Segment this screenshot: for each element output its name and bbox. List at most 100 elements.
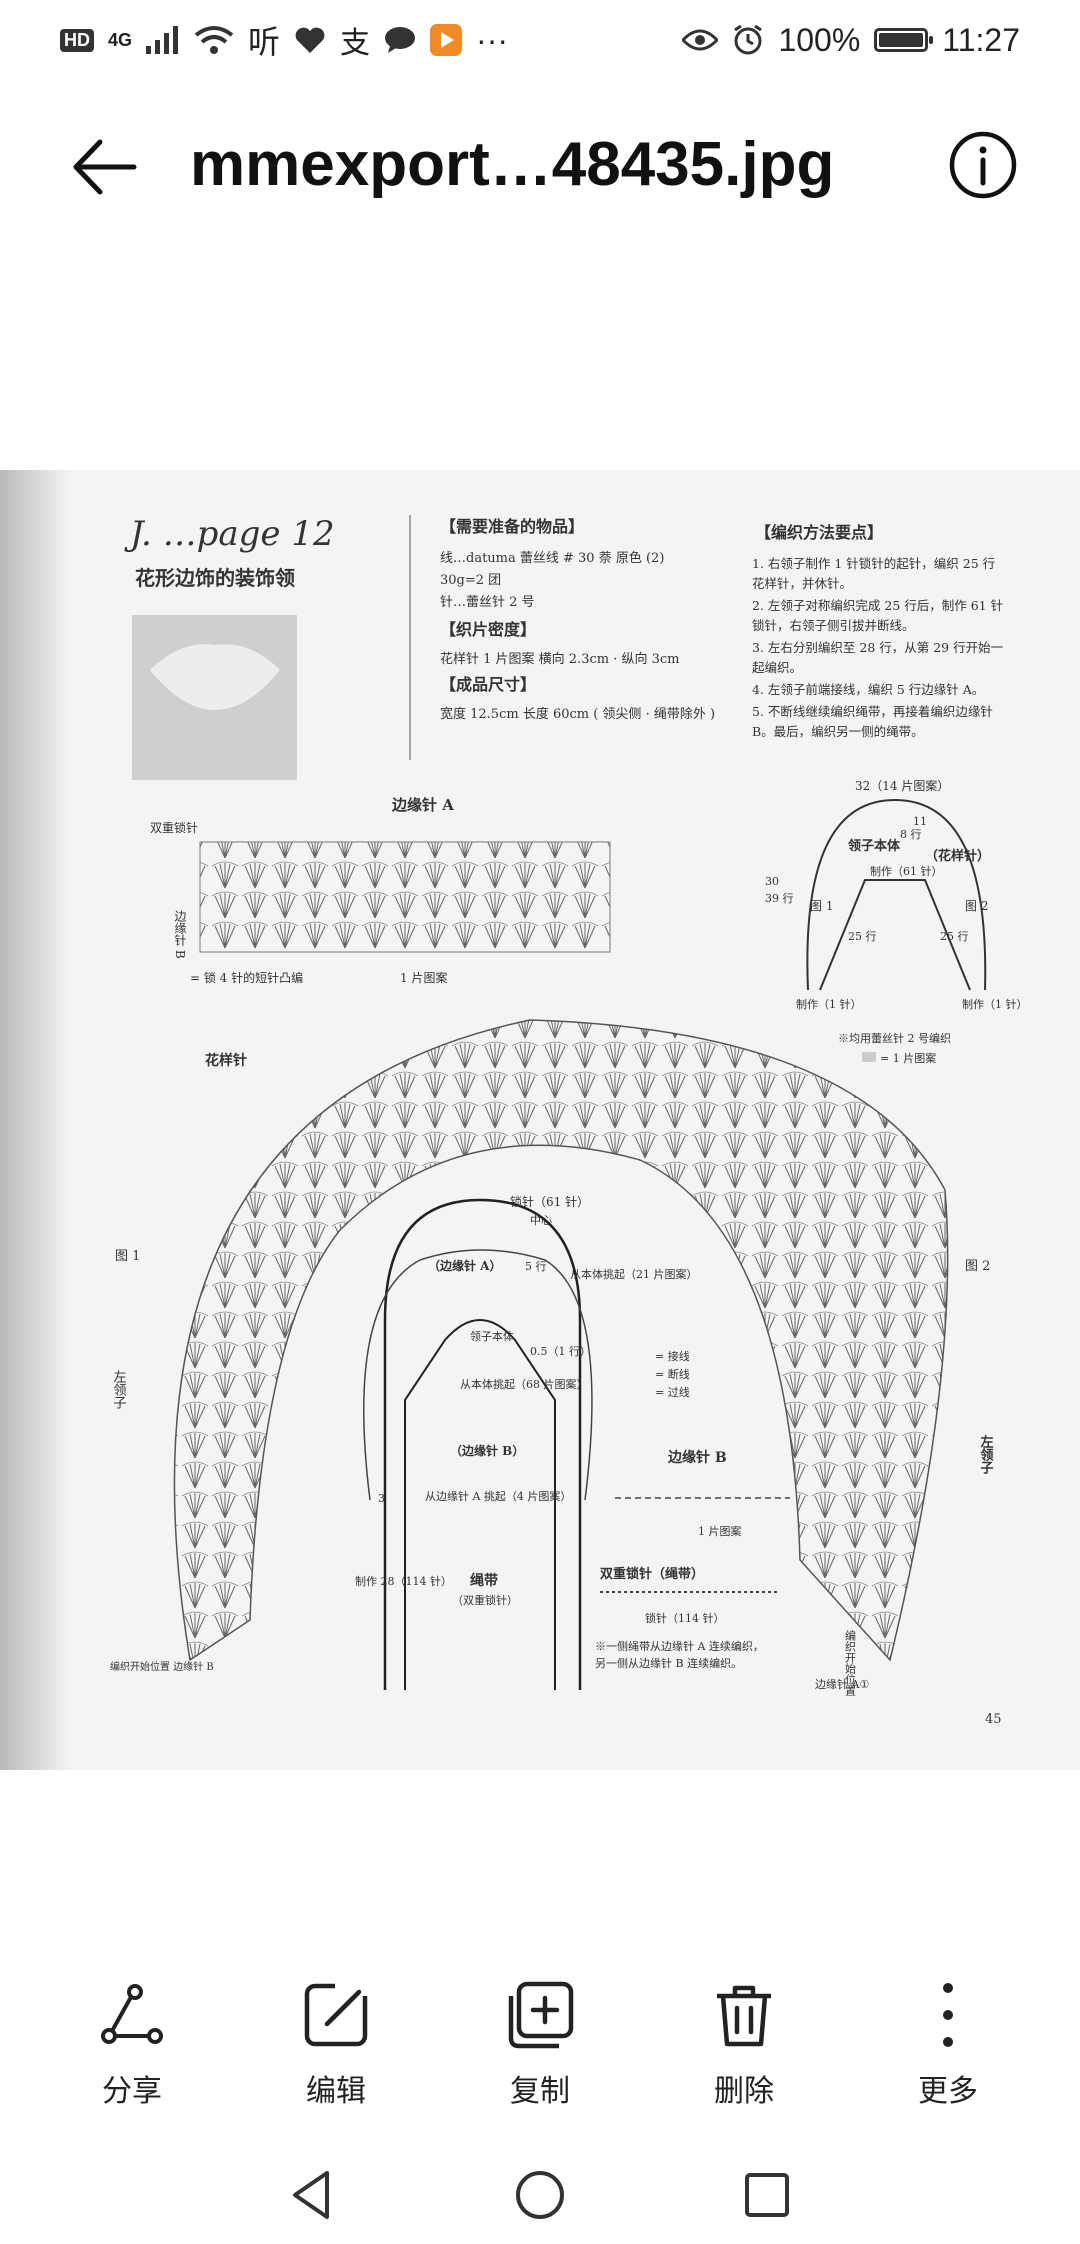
file-title: mmexport…48435.jpg	[190, 130, 835, 199]
page-shadow	[0, 470, 70, 1770]
main-cord-note2: 另一侧从边缘针 B 连续编织。	[595, 1656, 742, 1670]
page-number: 45	[985, 1712, 1002, 1727]
edit-label: 编辑	[306, 2075, 366, 2108]
collar-photo-shape	[150, 644, 280, 710]
method-line: 1. 右领子制作 1 针锁针的起针，编织 25 行	[752, 556, 995, 571]
method-line: 2. 左领子对称编织完成 25 行后，制作 61 针	[752, 598, 1003, 613]
edge-a-title: 边缘针 A	[391, 796, 454, 814]
navigation-bar	[0, 2155, 1080, 2235]
main-double-chain-cord: 双重锁针（绳带）	[600, 1566, 704, 1582]
main-double-chain: （双重锁针）	[452, 1593, 518, 1607]
hd-badge: HD	[60, 28, 94, 52]
method-heading: 【编织方法要点】	[755, 523, 883, 542]
battery-icon	[874, 28, 934, 52]
main-edge-b-title: 边缘针 B	[667, 1449, 727, 1466]
schematic-39: 39 行	[765, 892, 794, 905]
schematic-11: 11	[913, 815, 927, 828]
gauge-line: 花样针 1 片图案 横向 2.3cm · 纵向 3cm	[440, 651, 680, 667]
method-line: 起编织。	[752, 660, 802, 675]
schematic-fig2: 图 2	[965, 899, 988, 913]
copy-label: 复制	[510, 2075, 570, 2108]
one-pattern-label: 1 片图案	[400, 970, 447, 985]
main-edge-a: （边缘针 A）	[428, 1258, 502, 1273]
edge-a-chart	[199, 841, 611, 953]
materials-line-1: 线…datuma 蕾丝线 # 30 萘 原色 (2)	[440, 550, 664, 566]
battery-percent: 100%	[778, 21, 861, 58]
tingshu-app-icon: 听	[248, 24, 281, 60]
main-rows05: 0.5（1 行）	[530, 1345, 591, 1358]
square-recents-icon[interactable]	[739, 2167, 795, 2223]
method-lines: 1. 右领子制作 1 针锁针的起针，编织 25 行 花样针，并休针。 2. 左领…	[752, 556, 1003, 739]
schematic-legend: = 1 片图案	[880, 1051, 936, 1065]
schematic-hook: ※均用蕾丝针 2 号编织	[838, 1031, 951, 1045]
double-chain-label: 双重锁针	[150, 820, 198, 835]
edit-icon	[304, 1980, 371, 2047]
share-label: 分享	[102, 2075, 162, 2108]
main-legend-slip: = 过线	[655, 1385, 690, 1399]
main-fig2: 图 2	[965, 1259, 990, 1274]
delete-label: 删除	[714, 2075, 774, 2108]
signal-icon	[146, 26, 179, 54]
collar-schematic: 32（14 片图案） 领子本体 （花样针） 制作（61 针） 图 1 图 2 3…	[765, 778, 1028, 1065]
method-line: 5. 不断线继续编织绳带，再接着编织边缘针	[752, 704, 993, 719]
main-collar-chart: 花样针 锁针（61 针） 中心 图 1 图 2 左领子 左领子 （边缘针 A） …	[110, 1019, 1002, 1727]
wifi-icon	[194, 26, 234, 54]
schematic-width: 32（14 片图案）	[855, 778, 949, 793]
method-line: 锁针，右领子侧引拔并断线。	[752, 618, 915, 633]
main-chain61: 锁针（61 针）	[510, 1194, 589, 1209]
edit-button[interactable]: 编辑	[256, 1980, 416, 2110]
main-rows5: 5 行	[525, 1260, 547, 1273]
main-collar-body: 领子本体	[470, 1329, 514, 1343]
more-label: 更多	[918, 2075, 978, 2108]
main-start-pos: 编织开始位置	[844, 1629, 857, 1696]
main-cord-note1: ※一侧绳带从边缘针 A 连续编织，	[595, 1639, 764, 1653]
copy-button[interactable]: 复制	[460, 1980, 620, 2110]
network-badge: 4G	[108, 29, 133, 50]
copy-icon	[508, 1981, 574, 2049]
main-num3: 3	[378, 1492, 385, 1505]
main-legend-cut: = 断线	[655, 1367, 690, 1381]
schematic-30: 30	[765, 875, 779, 888]
materials-heading: 【需要准备的物品】	[440, 517, 584, 536]
schematic-make1a: 制作（1 针）	[796, 997, 862, 1011]
status-left: HD 4G 听 支 ···	[60, 17, 508, 63]
crochet-pattern-page: J. …page 12 花形边饰的装饰领 【需要准备的物品】 线…datuma …	[110, 514, 1028, 1727]
method-line: B。最后，编织另一侧的绳带。	[752, 724, 924, 739]
schematic-body: 领子本体	[848, 838, 901, 854]
method-line: 花样针，并休针。	[752, 576, 852, 591]
arrow-left-icon	[73, 139, 137, 195]
delete-icon	[717, 1985, 771, 2047]
schematic-make1b: 制作（1 针）	[962, 997, 1028, 1011]
schematic-25b: 25 行	[940, 930, 969, 943]
schematic-8: 8 行	[900, 828, 922, 841]
main-pick68: 从本体挑起（68 片图案）	[460, 1377, 588, 1391]
bottom-toolbar: 分享 编辑 复制 删除 更多	[0, 1980, 1080, 2108]
status-right: 100% 11:27	[682, 22, 1020, 59]
eye-icon	[682, 29, 719, 51]
main-pick21: 从本体挑起（21 片图案）	[570, 1267, 698, 1281]
main-make28: 制作 28（114 针）	[355, 1574, 452, 1588]
triangle-back-icon[interactable]	[285, 2167, 341, 2223]
materials-line-2: 30g=2 团	[440, 573, 501, 588]
photo-viewer[interactable]: J. …page 12 花形边饰的装饰领 【需要准备的物品】 线…datuma …	[0, 470, 1080, 1770]
message-app-icon	[385, 27, 416, 53]
page-tag: J. …page 12	[124, 514, 335, 554]
main-fig1: 图 1	[115, 1249, 140, 1264]
main-pick-edge-a: 从边缘针 A 挑起（4 片图案）	[425, 1489, 571, 1503]
size-line: 宽度 12.5cm 长度 60cm ( 领尖侧 · 绳带除外 )	[440, 706, 715, 722]
size-heading: 【成品尺寸】	[440, 675, 536, 694]
info-icon	[949, 131, 1017, 199]
delete-button[interactable]: 删除	[664, 1980, 824, 2110]
share-button[interactable]: 分享	[52, 1980, 212, 2110]
title-bar: mmexport…48435.jpg	[0, 110, 1080, 220]
project-title: 花形边饰的装饰领	[135, 566, 295, 590]
info-button[interactable]	[948, 130, 1018, 200]
more-button[interactable]: 更多	[868, 1980, 1028, 2110]
schematic-pattern: （花样针）	[925, 848, 990, 864]
main-cord: 绳带	[470, 1572, 498, 1589]
circle-home-icon[interactable]	[512, 2167, 568, 2223]
more-icon	[943, 1983, 953, 2047]
back-button[interactable]	[70, 132, 140, 202]
main-edge-a1: 边缘针 A①	[815, 1677, 869, 1691]
main-edge-b1: 编织开始位置 边缘针 B	[110, 1660, 214, 1673]
